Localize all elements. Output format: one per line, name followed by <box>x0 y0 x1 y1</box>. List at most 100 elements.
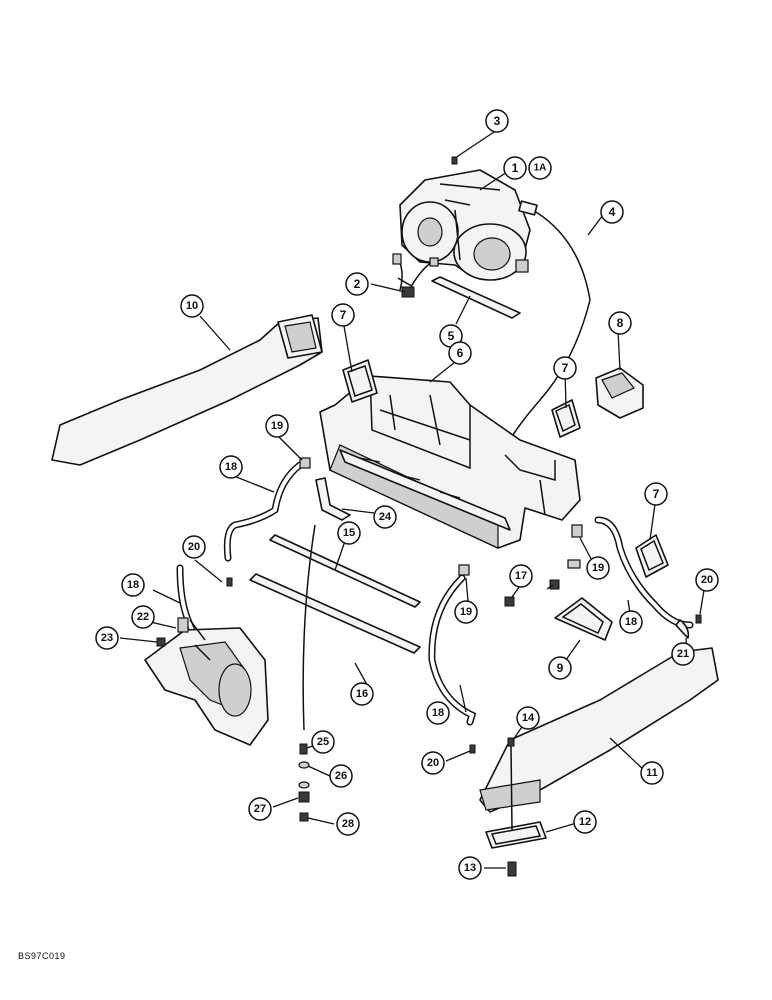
callout-19-b: 19 <box>586 556 610 580</box>
bolt-25 <box>299 743 308 755</box>
wiring-harness <box>392 253 439 298</box>
callout-18-d-text: 18 <box>625 616 637 628</box>
clip-20-left <box>226 577 233 587</box>
callout-17: 17 <box>509 564 533 588</box>
housing-6 <box>319 375 581 549</box>
callout-16-text: 16 <box>356 688 368 700</box>
fitting-19-left <box>299 457 311 469</box>
callout-2-text: 2 <box>354 277 361 291</box>
clamp-22 <box>177 617 189 633</box>
callout-26-text: 26 <box>335 770 347 782</box>
blower-assembly <box>399 169 531 281</box>
callout-6-text: 6 <box>457 346 464 360</box>
callout-5-text: 5 <box>448 329 455 343</box>
callout-13-text: 13 <box>464 862 476 874</box>
callout-19-b-text: 19 <box>592 562 604 574</box>
callout-27-text: 27 <box>254 803 266 815</box>
seal-strip-15 <box>269 534 421 608</box>
callout-13: 13 <box>458 856 482 880</box>
callout-25: 25 <box>311 730 335 754</box>
callout-7-a: 7 <box>331 303 355 327</box>
callout-7-c-text: 7 <box>653 487 660 501</box>
callout-20-c-text: 20 <box>427 757 439 769</box>
callout-9-text: 9 <box>557 661 564 675</box>
callout-14-text: 14 <box>522 712 535 724</box>
callout-18-b-text: 18 <box>127 579 139 591</box>
clip-20-center <box>469 744 476 754</box>
duct-10 <box>51 314 323 466</box>
callout-8-text: 8 <box>617 316 624 330</box>
clamp-9 <box>554 597 613 641</box>
callout-27: 27 <box>248 797 272 821</box>
callout-19-c-text: 19 <box>460 606 472 618</box>
callout-19-c: 19 <box>454 600 478 624</box>
hose-18-center <box>428 574 477 726</box>
callout-19-a-text: 19 <box>271 420 283 432</box>
callout-20-b: 20 <box>695 568 719 592</box>
callout-23-text: 23 <box>101 632 113 644</box>
callout-18-c: 18 <box>426 701 450 725</box>
callout-4-text: 4 <box>609 205 616 219</box>
callout-11-text: 11 <box>646 767 658 779</box>
grommet-27 <box>298 791 310 803</box>
callout-23: 23 <box>95 626 119 650</box>
callout-11: 11 <box>640 761 664 785</box>
callout-20-b-text: 20 <box>701 574 713 586</box>
callout-20-c: 20 <box>421 751 445 775</box>
callout-3: 3 <box>485 109 509 133</box>
callout-18-c-text: 18 <box>432 707 444 719</box>
gasket-12 <box>485 821 547 849</box>
callout-28: 28 <box>336 812 360 836</box>
small-part-right <box>567 559 581 569</box>
callout-24-text: 24 <box>379 511 392 523</box>
washer-26 <box>298 761 310 789</box>
callout-9: 9 <box>548 656 572 680</box>
left-duct-assembly <box>144 619 269 746</box>
vent-8 <box>595 367 644 419</box>
clip-20-right <box>695 614 702 624</box>
screw-3 <box>451 156 458 165</box>
callout-15: 15 <box>337 521 361 545</box>
callout-5: 5 <box>439 324 463 348</box>
callout-26: 26 <box>329 764 353 788</box>
callout-18-a: 18 <box>219 455 243 479</box>
fitting-19-center <box>458 564 470 576</box>
callout-21-text: 21 <box>677 648 689 660</box>
callout-2: 2 <box>345 272 369 296</box>
callout-12-text: 12 <box>579 816 591 828</box>
callout-22-text: 22 <box>137 611 149 623</box>
callout-3-text: 3 <box>494 114 501 128</box>
callout-10: 10 <box>180 294 204 318</box>
nut-17 <box>504 579 560 607</box>
callout-1-text: 1 <box>512 161 519 175</box>
callout-7-c: 7 <box>644 482 668 506</box>
seal-strip-5 <box>431 276 521 319</box>
seal-strip-16 <box>249 573 421 654</box>
callout-7-b-text: 7 <box>562 361 569 375</box>
screw-23 <box>156 637 166 647</box>
callout-20-a: 20 <box>182 535 206 559</box>
callout-6: 6 <box>448 341 472 365</box>
callout-8: 8 <box>608 311 632 335</box>
duct-11 <box>479 647 719 813</box>
callout-22: 22 <box>131 605 155 629</box>
gasket-7-c <box>635 534 669 578</box>
callout-21: 21 <box>671 642 695 666</box>
callout-19-a: 19 <box>265 414 289 438</box>
callout-4: 4 <box>600 200 624 224</box>
hose-18-upper-left <box>223 461 304 562</box>
callout-16: 16 <box>350 682 374 706</box>
clamp-21 <box>675 619 690 639</box>
callout-18-b: 18 <box>121 573 145 597</box>
callout-12: 12 <box>573 810 597 834</box>
callout-17-text: 17 <box>515 570 527 582</box>
bracket-24 <box>302 477 351 731</box>
fitting-19-right <box>571 524 583 538</box>
hose-18-right <box>594 516 694 629</box>
callout-14: 14 <box>516 706 540 730</box>
callout-28-text: 28 <box>342 818 354 830</box>
callout-10-text: 10 <box>186 300 198 312</box>
callout-18-a-text: 18 <box>225 461 237 473</box>
callout-15-text: 15 <box>343 527 355 539</box>
